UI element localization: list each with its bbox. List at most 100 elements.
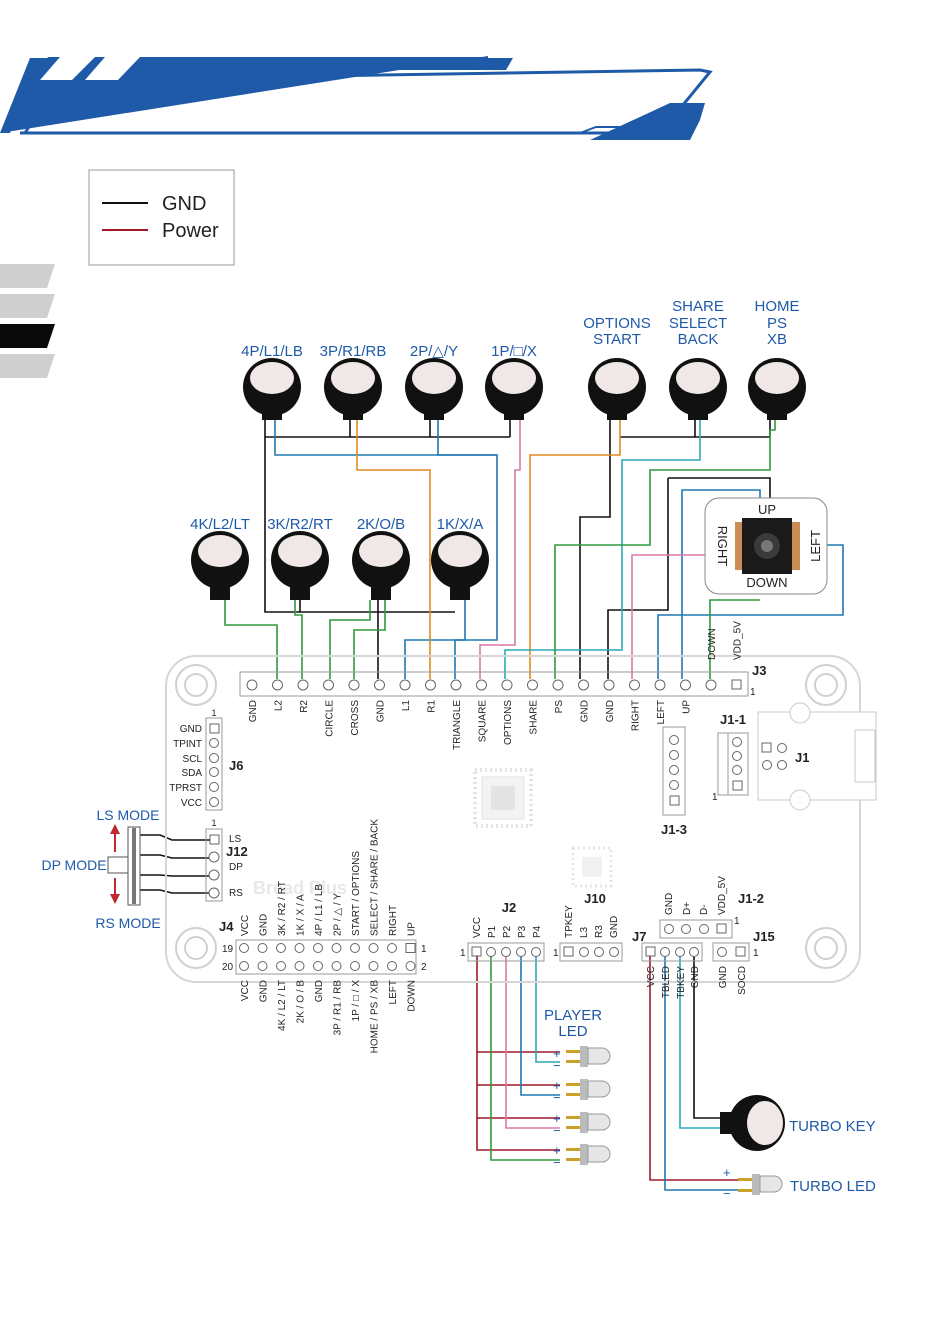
svg-text:GND: GND [609, 916, 620, 938]
svg-text:1: 1 [460, 948, 466, 959]
side-tabs [0, 264, 55, 378]
svg-text:GND: GND [718, 966, 729, 988]
j4-pin [350, 943, 360, 953]
button-2k-o-b: 2K/O/B [352, 516, 410, 600]
svg-text:TBKEY: TBKEY [676, 966, 687, 999]
system-buttons: OPTIONS START SHARE SELECT BACK HOME PS … [583, 298, 806, 420]
j4-pin [239, 943, 249, 953]
top-buttons: 4P/L1/LB 3P/R1/RB 2P/△/Y 1P/□/X [241, 343, 543, 420]
j3-pin-label: GND [376, 700, 387, 722]
j4-pin [368, 961, 379, 971]
j3-pin-label: CIRCLE [325, 700, 336, 737]
svg-text:LED: LED [558, 1023, 587, 1040]
j4-top-label: 4P / L1 / LB [314, 884, 325, 936]
j4-top-label: 3K / R2 / RT [277, 881, 288, 936]
svg-text:SOCD: SOCD [737, 966, 748, 995]
j3-pin-label: SQUARE [478, 700, 489, 743]
j4-bottom-label: GND [314, 980, 325, 1002]
j4-pin [313, 943, 323, 953]
button-2p-triangle-y: 2P/△/Y [405, 343, 463, 420]
button-share-select-back: SHARE SELECT BACK [669, 298, 727, 420]
svg-text:+: + [553, 1111, 561, 1126]
pcb-board: Bread Plus [165, 655, 861, 983]
j4-bottom-label: LEFT [388, 980, 399, 1004]
header-banner [0, 56, 713, 140]
j4-pin [239, 961, 249, 971]
j6-header: 1 GND TPINT SCL SDA TPRST VCC J6 [169, 708, 243, 811]
j3-pin [399, 679, 411, 691]
svg-text:DP: DP [229, 862, 243, 873]
svg-text:VCC: VCC [646, 966, 657, 987]
j4-pin [294, 943, 305, 953]
legend-power-label: Power [162, 220, 219, 242]
j3-pin-label: UP [682, 700, 693, 714]
j3-pin [705, 679, 717, 691]
svg-text:BACK: BACK [678, 331, 719, 348]
button-1k-x-a: 1K/X/A [431, 516, 489, 600]
joystick-down-label: DOWN [746, 575, 787, 590]
j4-bottom-label: GND [259, 980, 270, 1002]
j4-bottom-label: 4K / L2 / LT [277, 980, 288, 1031]
j4-bottom-label: DOWN [407, 980, 418, 1012]
j3-pin [272, 679, 283, 691]
j3-pin1: 1 [750, 687, 756, 698]
j3-pin-label: RIGHT [631, 700, 642, 731]
joystick: UP DOWN RIGHT LEFT [704, 497, 828, 595]
svg-text:PLAYER: PLAYER [544, 1007, 602, 1024]
svg-text:GND: GND [664, 893, 675, 915]
svg-text:1: 1 [421, 944, 427, 955]
j4-top-label: VCC [240, 915, 251, 936]
j15-header: J15 1 GND SOCD [712, 929, 775, 995]
j4-pin [276, 961, 286, 971]
rs-mode-label: RS MODE [95, 915, 160, 931]
mode-switch: LS MODE DP MODE RS MODE [41, 807, 160, 931]
button-home-ps-xb: HOME PS XB [748, 298, 806, 420]
j4-pin [294, 961, 305, 971]
svg-text:1: 1 [734, 916, 740, 927]
j4-pin [257, 961, 268, 971]
svg-text:TPKEY: TPKEY [564, 905, 575, 938]
joystick-right-label: RIGHT [715, 526, 730, 567]
j1-2-label: J1-2 [738, 891, 764, 906]
svg-text:GND: GND [690, 966, 701, 988]
j3-pin [527, 679, 538, 691]
button-label: 3P/R1/RB [320, 343, 387, 360]
j3-pin [425, 679, 436, 691]
player-led-2: + − [553, 1078, 611, 1105]
j4-pin [405, 943, 416, 953]
svg-text:XB: XB [767, 331, 787, 348]
j3-pin [501, 679, 513, 691]
turbo-led-label: TURBO LED [790, 1178, 876, 1195]
j4-top-label: GND [259, 914, 270, 936]
svg-text:+: + [723, 1165, 731, 1180]
svg-text:+: + [553, 1078, 561, 1093]
svg-text:2: 2 [421, 962, 427, 973]
j4-label: J4 [219, 919, 234, 934]
button-1p-square-x: 1P/□/X [485, 343, 543, 420]
svg-text:1: 1 [211, 708, 216, 718]
svg-text:1: 1 [211, 818, 216, 828]
svg-text:RS: RS [229, 888, 243, 899]
j3-pin [552, 679, 564, 691]
j3-pin-label: OPTIONS [503, 700, 514, 745]
svg-text:3K/R2/RT: 3K/R2/RT [267, 516, 333, 533]
svg-text:OPTIONS: OPTIONS [583, 315, 651, 332]
player-leds: PLAYER LED + − + − + − + − [544, 1007, 611, 1170]
j3-pin-label: SHARE [529, 700, 540, 735]
j4-pin [331, 943, 342, 953]
j7-label: J7 [632, 929, 646, 944]
svg-text:L3: L3 [579, 926, 590, 938]
j10-label: J10 [584, 891, 606, 906]
legend-box: GND Power [88, 169, 235, 266]
j3-pin-label: GND [605, 700, 616, 722]
j4-pin [387, 943, 397, 953]
j3-pin [374, 679, 385, 691]
turbo-key-label: TURBO KEY [789, 1118, 876, 1135]
j7-header: J7 VCC TBLED TBKEY GND [632, 929, 703, 999]
svg-text:D-: D- [699, 904, 710, 915]
svg-text:−: − [723, 1186, 731, 1201]
j4-pin [387, 961, 397, 971]
svg-text:P1: P1 [487, 925, 498, 938]
j3-pin-label: L1 [401, 700, 412, 712]
